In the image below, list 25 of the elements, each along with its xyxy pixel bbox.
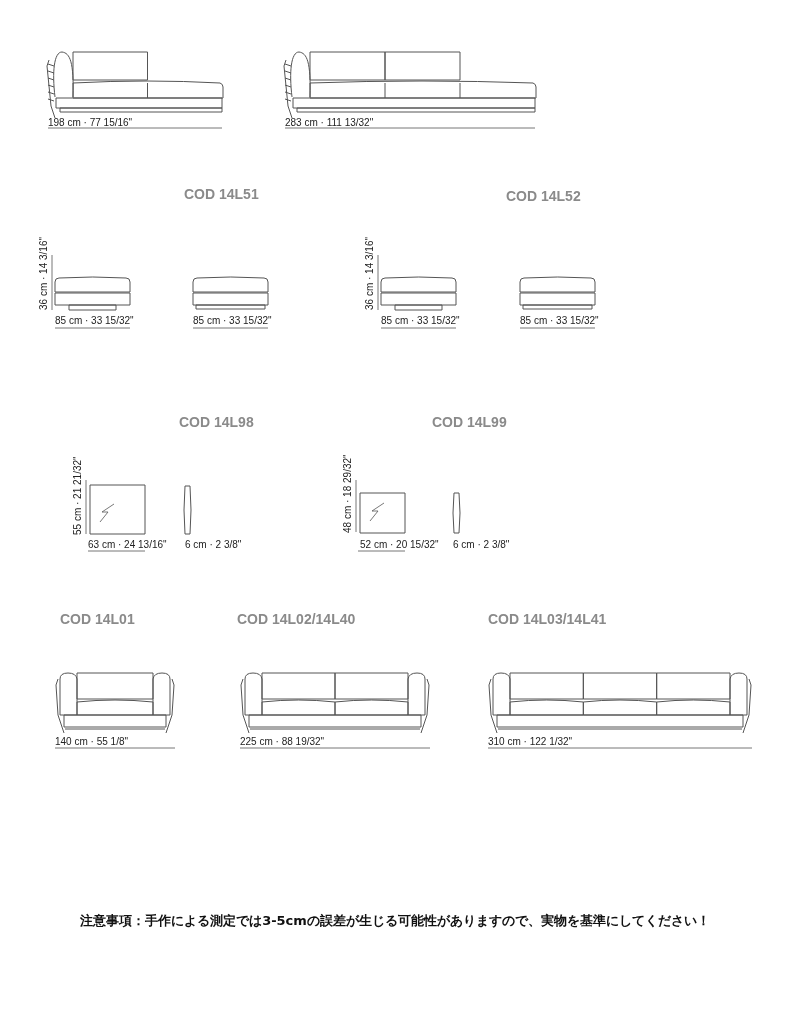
dimension-label: 85 cm · 33 15/32" (381, 315, 460, 326)
dimension-label: 198 cm · 77 15/16" (48, 117, 133, 128)
dimension-label: 6 cm · 2 3/8" (453, 539, 510, 550)
dimension-label: 52 cm · 20 15/32" (360, 539, 439, 550)
model-code: COD 14L03/14L41 (488, 611, 607, 627)
dimension-label: 6 cm · 2 3/8" (185, 539, 242, 550)
model-code: COD 14L01 (60, 611, 135, 627)
model-code: COD 14L51 (184, 186, 259, 202)
dimension-label: 36 cm · 14 3/16" (38, 236, 49, 310)
dimension-label: 63 cm · 24 13/16" (88, 539, 167, 550)
dimension-label: 55 cm · 21 21/32" (72, 456, 83, 535)
dimension-label: 225 cm · 88 19/32" (240, 736, 325, 747)
model-code: COD 14L99 (432, 414, 507, 430)
model-code: COD 14L98 (179, 414, 254, 430)
dimension-label: 85 cm · 33 15/32" (193, 315, 272, 326)
dimension-label: 283 cm · 111 13/32" (285, 117, 374, 128)
dimension-label: 140 cm · 55 1/8" (55, 736, 129, 747)
dimension-label: 48 cm · 18 29/32" (342, 454, 353, 533)
dimension-label: 85 cm · 33 15/32" (55, 315, 134, 326)
dimension-label: 36 cm · 14 3/16" (364, 236, 375, 310)
dimension-label: 310 cm · 122 1/32" (488, 736, 573, 747)
note-text: 注意事項：手作による測定では3-5cmの誤差が生じる可能性がありますので、実物を基準にしてください！ (79, 912, 711, 930)
dimension-label: 85 cm · 33 15/32" (520, 315, 599, 326)
model-code: COD 14L02/14L40 (237, 611, 356, 627)
model-code: COD 14L52 (506, 188, 581, 204)
